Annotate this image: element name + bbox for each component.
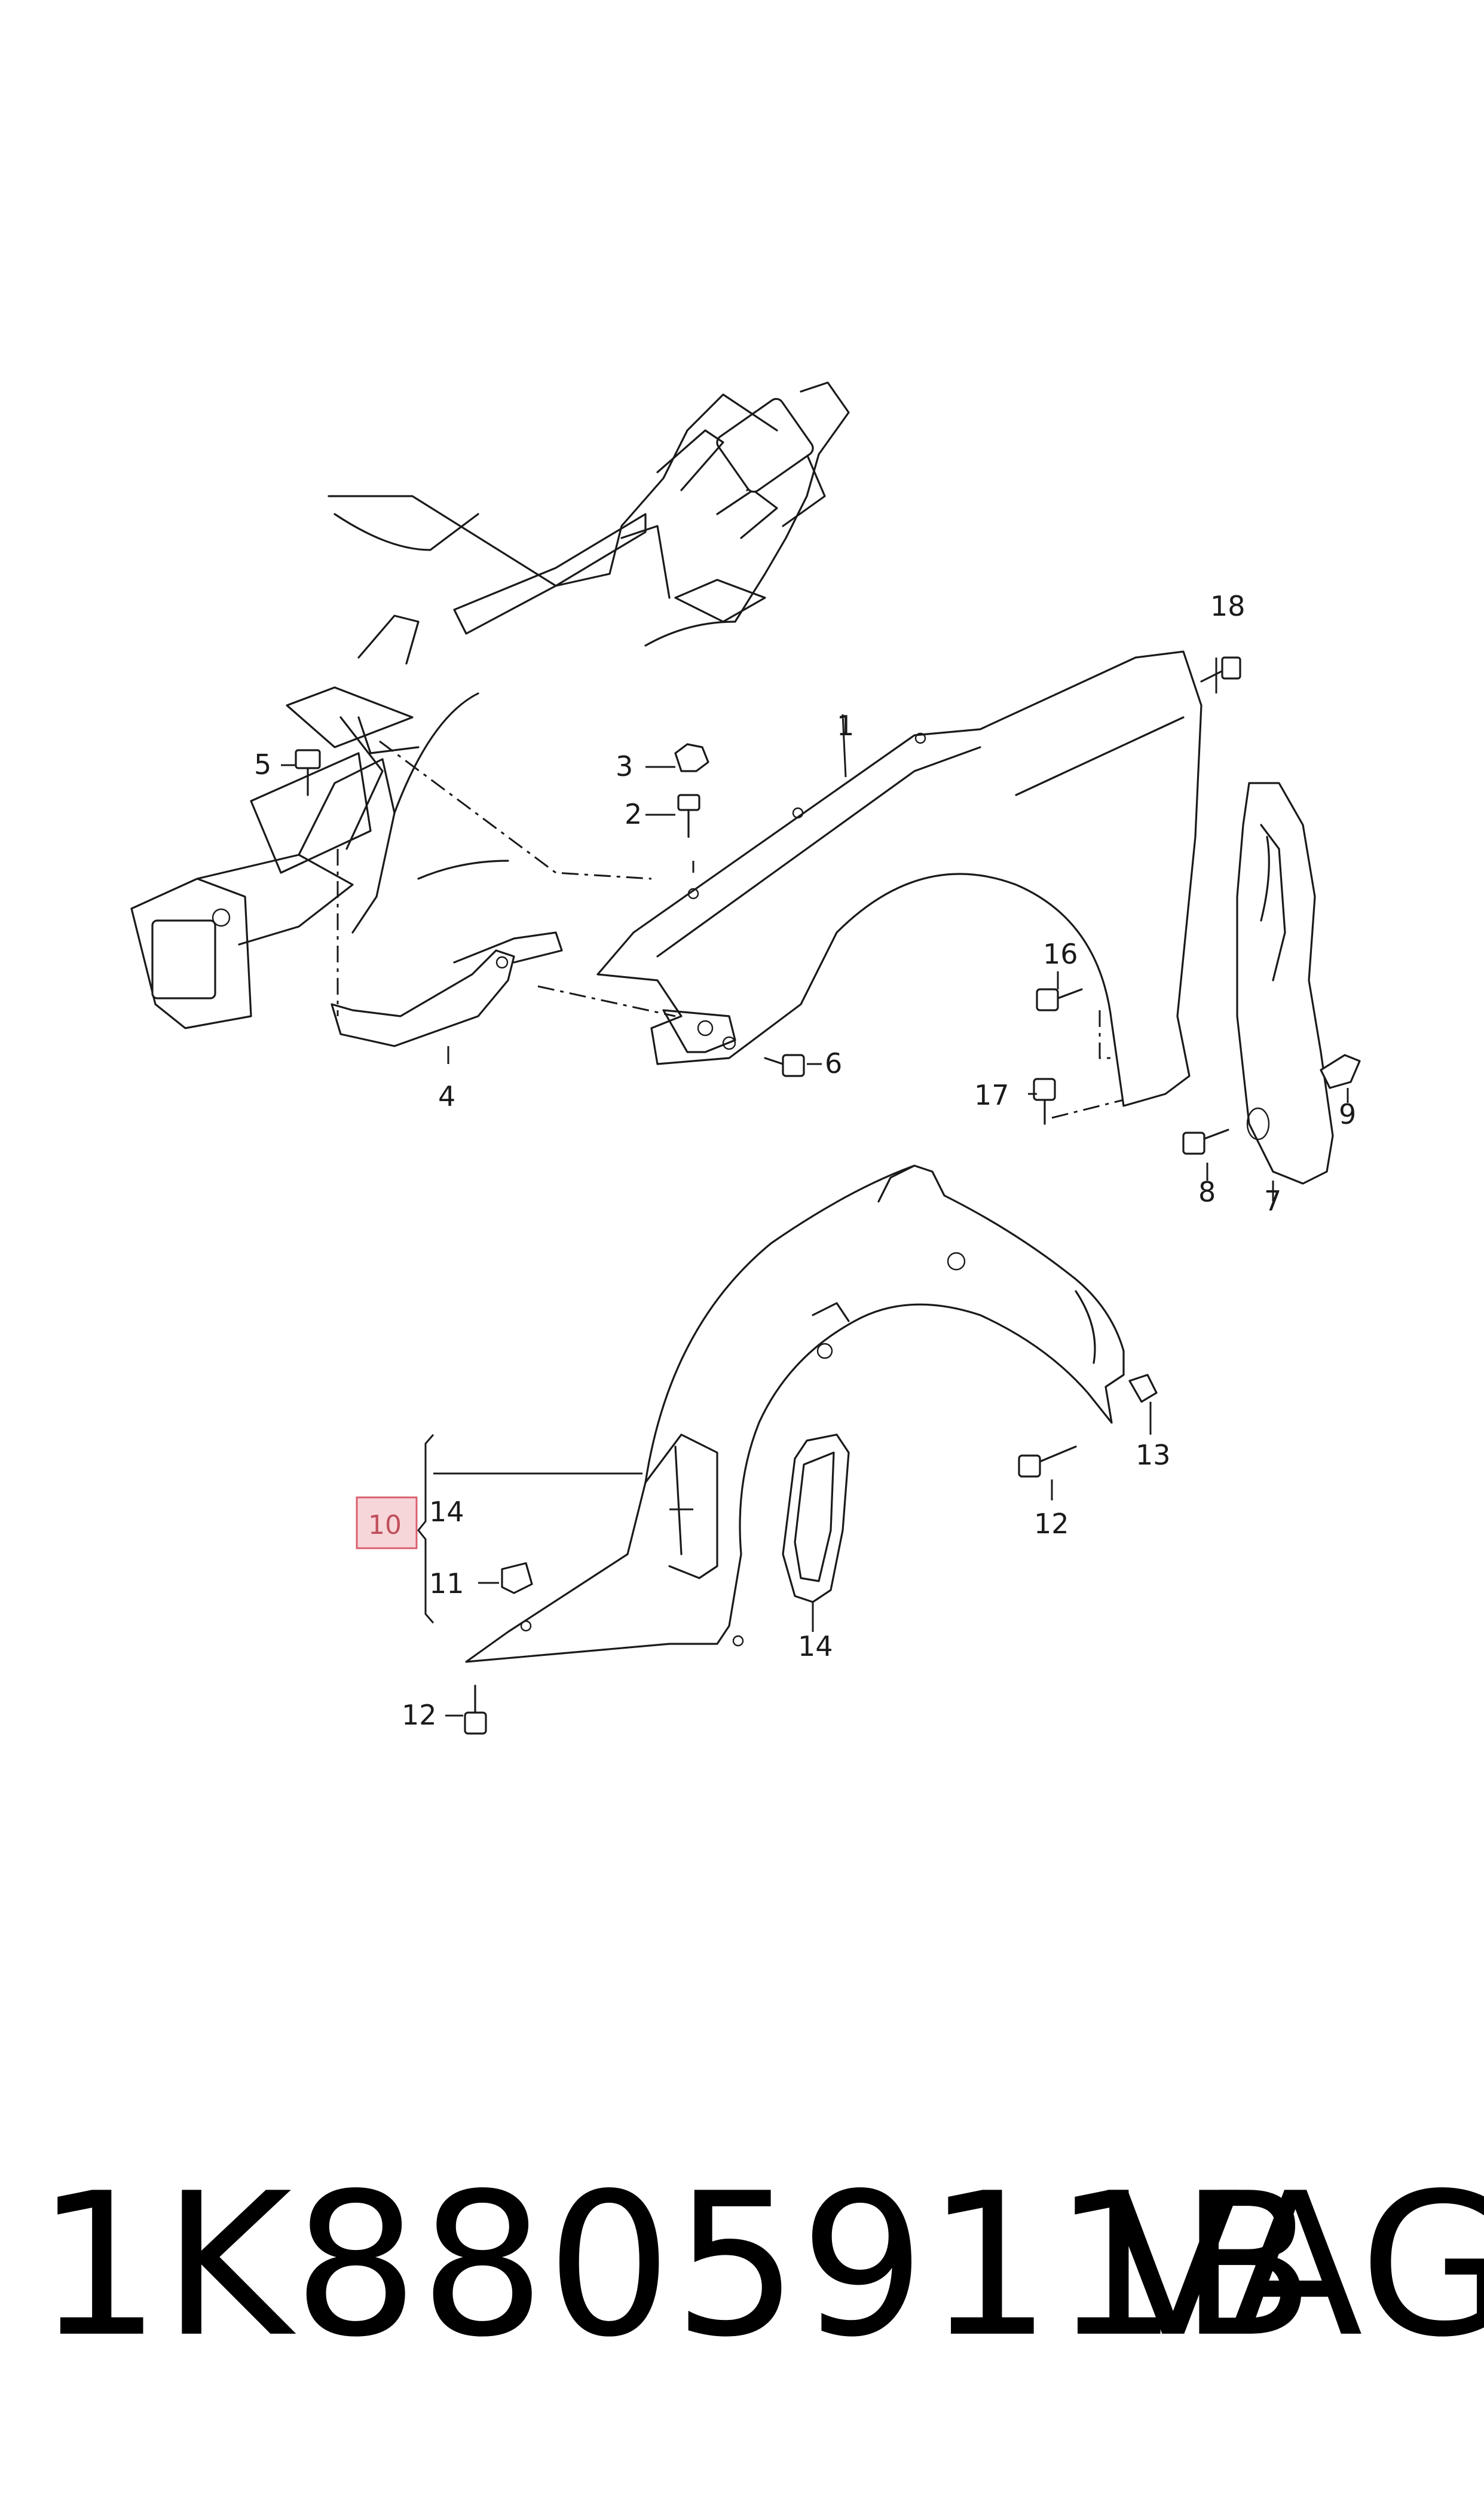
brand-label: VAG: [1106, 2151, 1484, 2380]
callout-10: 10: [368, 1510, 402, 1540]
part-number: 1K8805911B: [36, 2151, 1317, 2380]
leader-lines: [281, 658, 1349, 1717]
callout-1: 1: [837, 710, 854, 742]
callout-2: 2: [625, 798, 642, 830]
access-cover-part-14: [782, 1433, 850, 1603]
callout-16: 16: [1043, 938, 1078, 970]
callout-labels: 1 2 3 4 5 6 7 8 9 11 12 12 13 14 14 16 1…: [254, 590, 1356, 1731]
exploded-parts-diagram: 1 2 3 4 5 6 7 8 9 11 12 12 13 14 14 16 1…: [130, 381, 1361, 1735]
callout-18: 18: [1210, 590, 1246, 622]
callout-12-bottom: 12: [402, 1699, 437, 1731]
callout-3: 3: [616, 750, 633, 782]
fasteners: [295, 656, 1361, 1735]
callout-8: 8: [1198, 1176, 1216, 1208]
front-body-structure: [130, 381, 850, 1029]
callout-9: 9: [1339, 1098, 1356, 1130]
callout-4: 4: [438, 1080, 455, 1112]
callout-17: 17: [974, 1079, 1009, 1111]
bracket-part-4: [331, 931, 563, 1047]
callout-7: 7: [1264, 1185, 1281, 1217]
callout-6: 6: [825, 1047, 842, 1080]
callout-11: 11: [429, 1567, 464, 1600]
callout-10-highlight: 10: [356, 1496, 418, 1549]
callout-14-cover: 14: [798, 1630, 833, 1662]
front-fender-part-1: [596, 650, 1203, 1107]
callout-12-right: 12: [1034, 1508, 1069, 1540]
callout-14-group: 14: [429, 1496, 464, 1528]
callout-5: 5: [254, 748, 271, 781]
footer: 1K8805911B VAG: [0, 2151, 1484, 2380]
fender-liner-trim-part-7: [1236, 782, 1334, 1185]
highlight-box: [356, 1496, 418, 1549]
callout-13: 13: [1136, 1439, 1171, 1471]
wheel-housing-liner-part-10: [465, 1164, 1125, 1663]
